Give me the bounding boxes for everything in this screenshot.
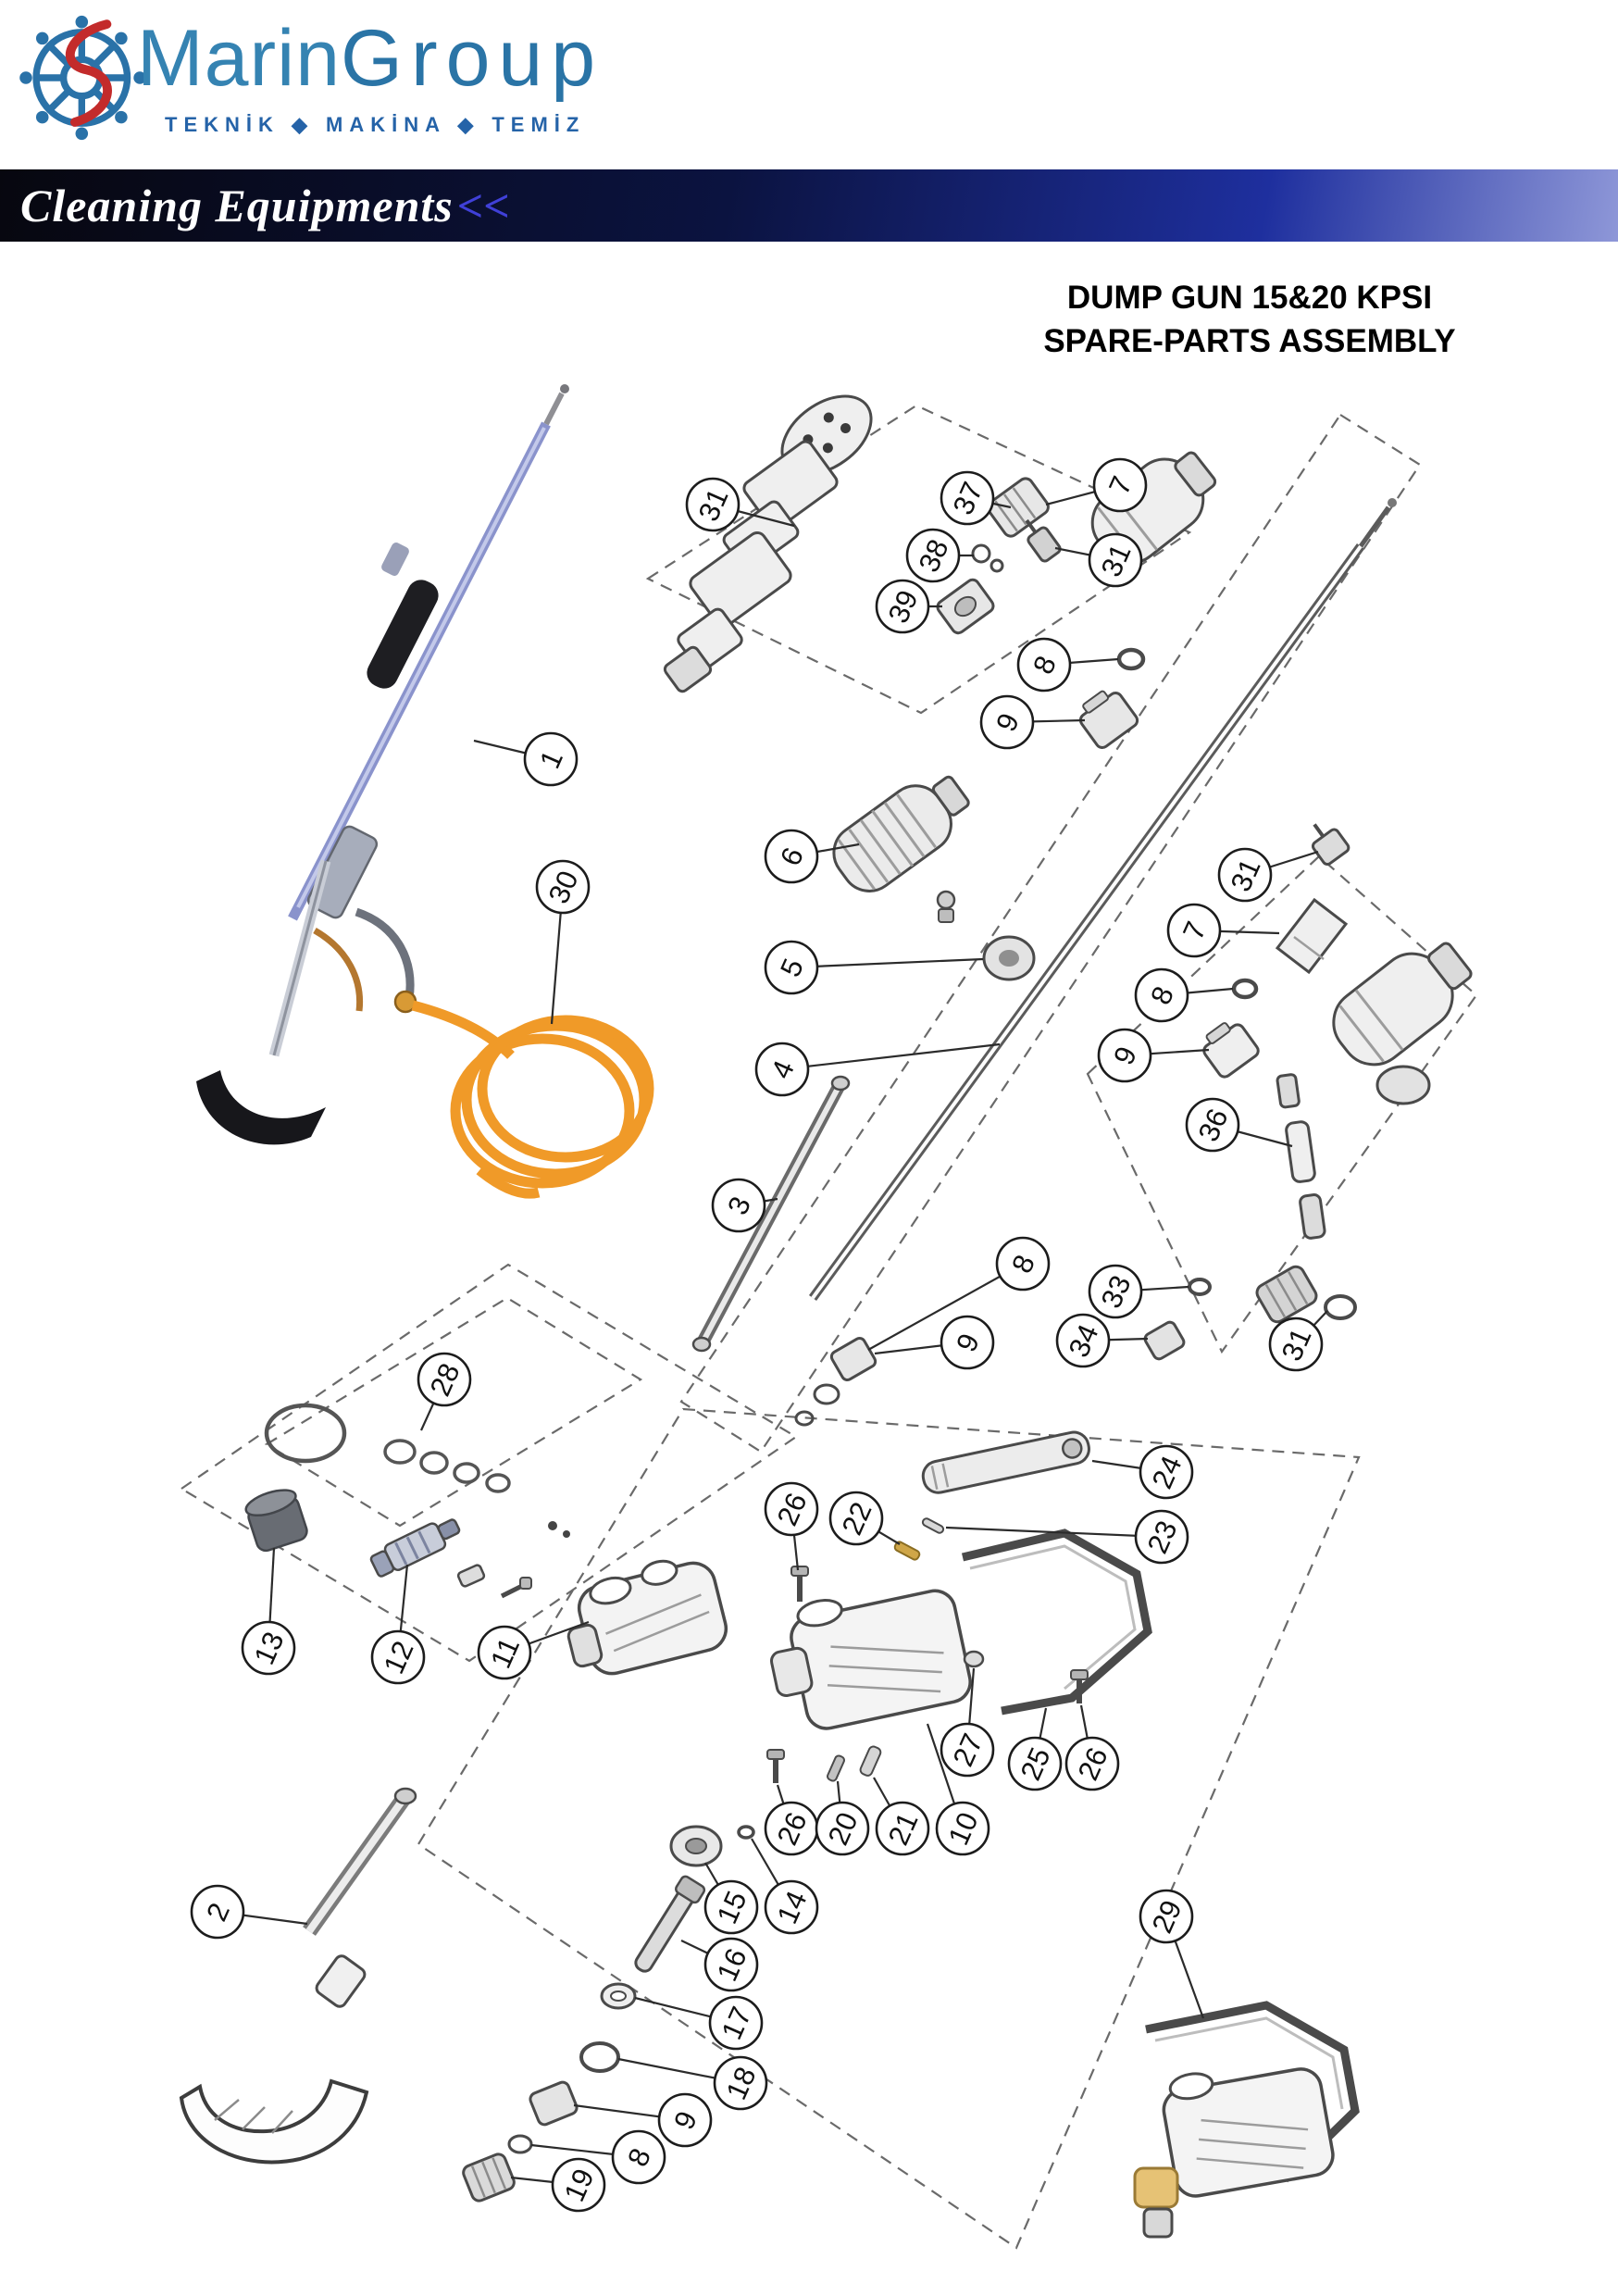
brand-group: Group: [341, 14, 604, 103]
assembled-gun-item29-art: [1133, 2001, 1360, 2239]
callout-33: 33: [1088, 1264, 1189, 1319]
callout-30: 30: [535, 859, 591, 1025]
callout-8: 8: [530, 2129, 666, 2185]
callout-39: 39: [875, 579, 942, 634]
callout-7: 7: [1166, 903, 1280, 958]
callout-38: 38: [905, 528, 974, 583]
parts-artwork: [179, 384, 1473, 2239]
logo-text-block: MarinGroup TEKNİK ◆ MAKİNA ◆ TEMİZ: [137, 4, 604, 137]
callout-36: 36: [1185, 1097, 1293, 1153]
trigger-item24-art: [921, 1430, 1090, 1494]
callout-4: 4: [754, 1042, 1001, 1097]
cap-item13-art: [244, 1489, 308, 1553]
piston-stack-art: [462, 1825, 755, 2202]
callout-7: 7: [1045, 457, 1148, 513]
callout-13: 13: [241, 1547, 296, 1676]
callout-1: 1: [473, 731, 579, 787]
brand-tagline: TEKNİK ◆ MAKİNA ◆ TEMİZ: [165, 113, 586, 136]
handle-grip-art: [832, 775, 970, 923]
brand-marin: Marin: [137, 14, 342, 103]
screws-art: [766, 1566, 1089, 1783]
valve-small-parts-art: [936, 477, 1146, 749]
callout-25: 25: [1007, 1707, 1063, 1791]
spring-seat-art: [456, 1564, 532, 1599]
pin-item23-art: [921, 1517, 945, 1534]
tube-nut-art: [794, 1336, 877, 1427]
logo[interactable]: MarinGroup TEKNİK ◆ MAKİNA ◆ TEMİZ: [0, 0, 604, 152]
pin-item21-art: [859, 1745, 882, 1777]
nut-item27-art: [963, 1650, 985, 1668]
callout-20: 20: [815, 1780, 870, 1856]
callout-11: 11: [477, 1620, 590, 1680]
callout-9: 9: [874, 1315, 995, 1370]
callout-34: 34: [1055, 1313, 1149, 1368]
callout-23: 23: [945, 1509, 1189, 1565]
ship-wheel-logo-icon: [19, 15, 146, 141]
callout-26: 26: [764, 1784, 819, 1856]
callout-28: 28: [417, 1352, 472, 1431]
callout-37: 37: [940, 470, 1012, 526]
category-banner: Cleaning Equipments <<: [0, 169, 1618, 242]
banner-arrows-icon: <<: [456, 180, 510, 231]
lance-item2-art: [179, 1787, 417, 2165]
site-header: MarinGroup TEKNİK ◆ MAKİNA ◆ TEMİZ: [0, 0, 1618, 169]
callout-9: 9: [573, 2092, 713, 2148]
callout-27: 27: [940, 1667, 995, 1778]
callout-21: 21: [873, 1777, 930, 1856]
callout-18: 18: [617, 2055, 768, 2111]
bearing-art: [982, 935, 1036, 981]
callout-31: 31: [1268, 1310, 1328, 1372]
logo-red-rope: [65, 19, 112, 127]
callout-24: 24: [1091, 1444, 1194, 1500]
callout-29: 29: [1139, 1889, 1205, 2019]
callout-31: 31: [1217, 847, 1319, 903]
callout-6: 6: [764, 829, 860, 884]
doc-title-line1: DUMP GUN 15&20 KPSI: [1066, 280, 1433, 316]
callout-14: 14: [751, 1838, 819, 1935]
callout-31: 31: [1054, 532, 1143, 588]
callout-15: 15: [703, 1862, 759, 1935]
callout-16: 16: [680, 1937, 759, 1992]
callout-17: 17: [634, 1995, 764, 2051]
callout-26: 26: [1064, 1704, 1120, 1791]
callout-22: 22: [828, 1491, 901, 1546]
dump-gun-art: [196, 384, 569, 1145]
banner-title[interactable]: Cleaning Equipments: [20, 180, 454, 231]
callout-31: 31: [685, 477, 795, 532]
pin-item20-art: [827, 1754, 845, 1782]
callout-2: 2: [190, 1884, 308, 1940]
callout-8: 8: [867, 1236, 1051, 1351]
pin-item22-art: [893, 1541, 921, 1561]
callout-19: 19: [510, 2157, 606, 2213]
callout-9: 9: [979, 694, 1086, 750]
valve-body-item11-art: [566, 1559, 728, 1676]
gun-body-item10-art: [769, 1589, 972, 1730]
callout-10: 10: [926, 1723, 990, 1856]
callout-8: 8: [1134, 967, 1234, 1023]
brand-name: MarinGroup: [137, 19, 604, 98]
mid-small-parts-art: [1143, 1278, 1212, 1361]
callout-8: 8: [1016, 637, 1119, 693]
valve-spool-item12-art: [369, 1518, 461, 1578]
guard-item25-art: [961, 1529, 1152, 1716]
callout-3: 3: [711, 1178, 778, 1233]
document-title: DUMP GUN 15&20 KPSI SPARE-PARTS ASSEMBLY: [907, 276, 1592, 364]
hose-coil-art: [411, 1000, 654, 1199]
callout-5: 5: [764, 940, 984, 995]
top-valve-assembly-art: [663, 394, 873, 693]
callout-9: 9: [1097, 1028, 1210, 1083]
lance-tubes-art: [691, 498, 1397, 1353]
callout-12: 12: [370, 1564, 426, 1685]
doc-title-line2: SPARE-PARTS ASSEMBLY: [1043, 323, 1456, 360]
seal-kit-art: [264, 1403, 570, 1538]
callout-26: 26: [764, 1481, 819, 1571]
